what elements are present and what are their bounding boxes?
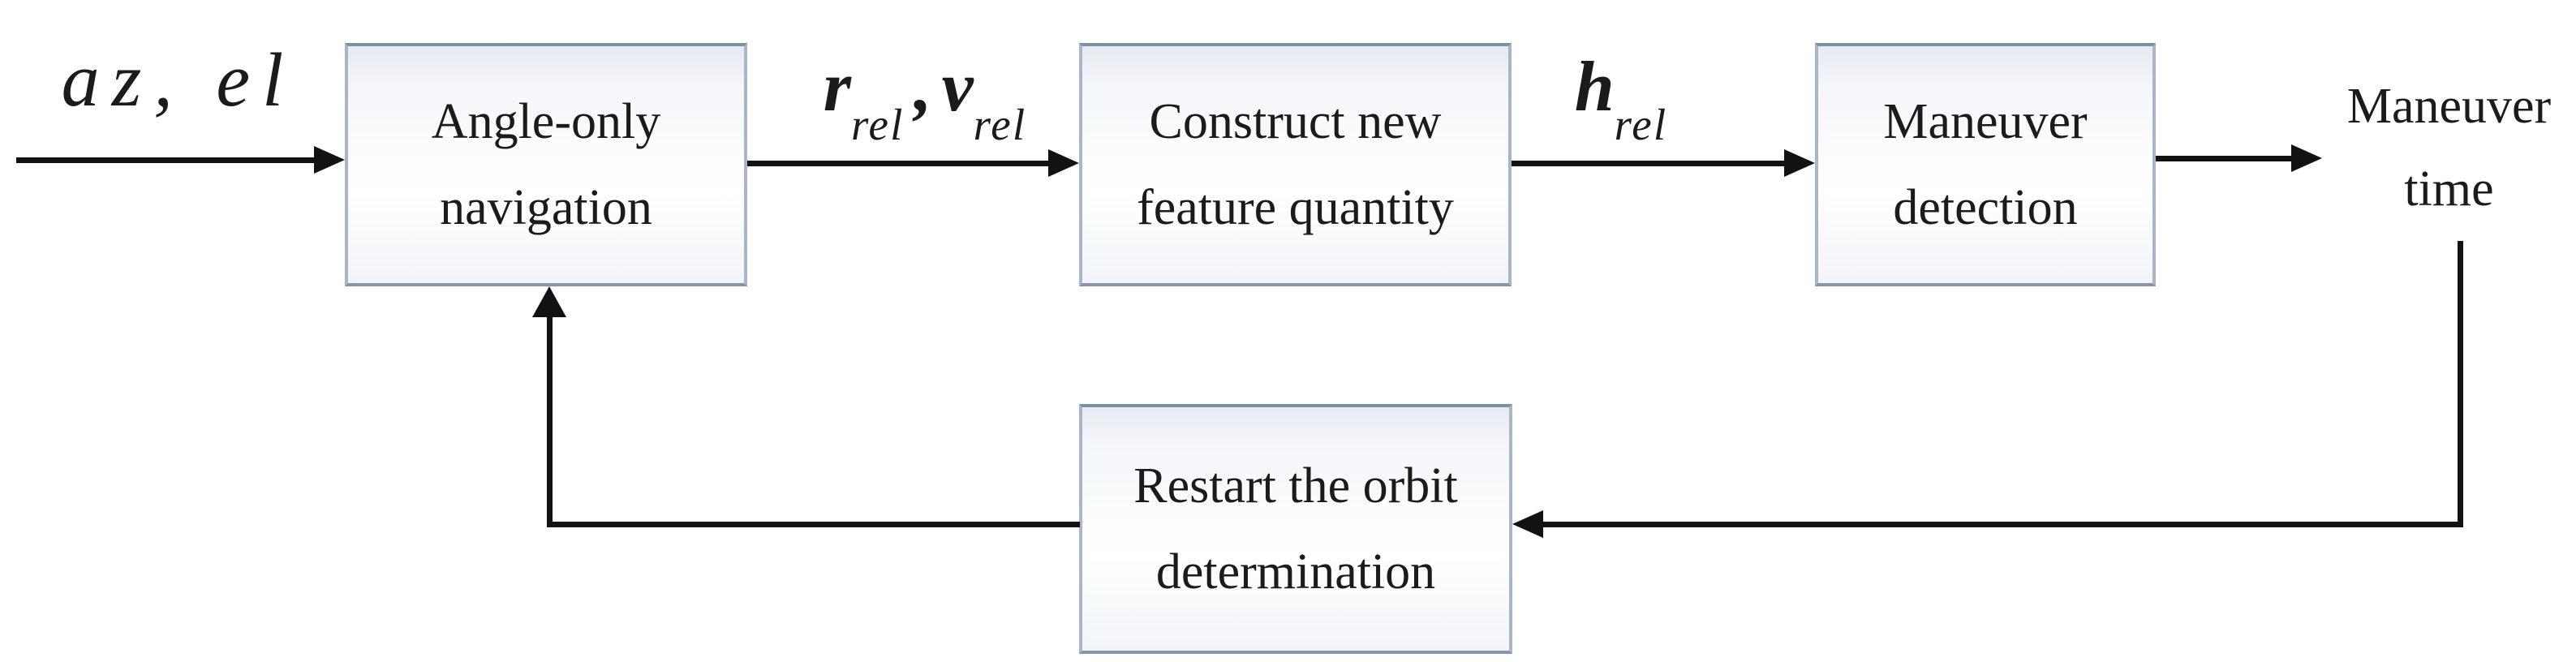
arrow-input-head-icon	[314, 146, 345, 174]
node-angle-only-navigation-label: Angle-only navigation	[431, 94, 661, 235]
arrow-rv-shaft	[747, 161, 1051, 166]
output-label-maneuver-time: Maneuver time	[2346, 79, 2552, 217]
edge-label-h-rel: hrel	[1507, 47, 1735, 150]
arrow-output-shaft	[2156, 156, 2293, 161]
h-subscript: rel	[1614, 100, 1668, 149]
node-restart-orbit-determination: Restart the orbit determination	[1079, 404, 1512, 654]
node-construct-feature-quantity: Construct new feature quantity	[1079, 43, 1512, 286]
h-symbol: h	[1574, 48, 1615, 127]
feedback-line-right	[1542, 522, 2463, 527]
v-subscript: rel	[973, 100, 1027, 149]
arrow-input-shaft	[16, 157, 315, 163]
node-maneuver-detection-label: Maneuver detection	[1883, 94, 2088, 235]
r-symbol: r	[823, 48, 851, 127]
r-subscript: rel	[850, 100, 905, 149]
node-maneuver-detection: Maneuver detection	[1815, 43, 2156, 286]
arrow-h-head-icon	[1784, 149, 1815, 177]
arrow-output-head-icon	[2291, 144, 2322, 172]
node-construct-feature-quantity-label: Construct new feature quantity	[1137, 94, 1454, 235]
node-restart-orbit-determination-label: Restart the orbit determination	[1133, 458, 1458, 600]
node-angle-only-navigation: Angle-only navigation	[345, 43, 747, 286]
v-symbol: v	[941, 48, 974, 127]
feedback-line-up	[547, 316, 553, 527]
arrow-rv-head-icon	[1048, 149, 1079, 177]
arrow-h-shaft	[1512, 161, 1786, 166]
feedback-line-down	[2458, 241, 2463, 527]
comma-symbol: ,	[914, 48, 932, 127]
feedback-arrow-into-navigation-icon	[532, 286, 566, 317]
input-label-az-el: az, el	[61, 38, 296, 123]
edge-label-r-v-rel: rrel,vrel	[746, 47, 1103, 150]
feedback-line-left	[547, 522, 1080, 527]
feedback-arrow-into-restart-icon	[1512, 510, 1543, 538]
